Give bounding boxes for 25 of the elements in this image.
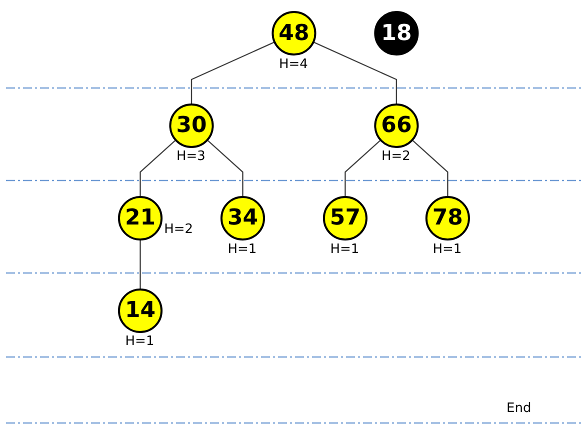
connector <box>344 140 381 197</box>
height-label: H=3 <box>176 149 206 164</box>
connector <box>139 240 140 290</box>
node-circle: 66 <box>374 103 418 148</box>
node-circle: 78 <box>424 196 470 241</box>
end-label: End <box>506 401 532 416</box>
node-circle: 34 <box>220 196 265 241</box>
height-label: H=4 <box>278 56 308 72</box>
node-circle: 30 <box>168 103 214 148</box>
node-circle: 57 <box>322 196 367 241</box>
node-circle: 48 <box>271 11 316 56</box>
height-label: H=1 <box>330 242 360 257</box>
node-circle: 21 <box>118 196 162 241</box>
node-circle: 18 <box>374 11 418 56</box>
connector <box>190 41 274 104</box>
height-label: H=1 <box>228 242 257 257</box>
connector <box>139 140 176 197</box>
node-circle: 14 <box>118 288 162 333</box>
connector <box>312 41 397 104</box>
connector <box>411 140 448 197</box>
connector <box>206 140 243 197</box>
height-label: H=1 <box>432 242 462 257</box>
height-label: H=2 <box>164 222 194 238</box>
height-label: H=1 <box>125 334 154 349</box>
height-label: H=2 <box>381 149 410 164</box>
